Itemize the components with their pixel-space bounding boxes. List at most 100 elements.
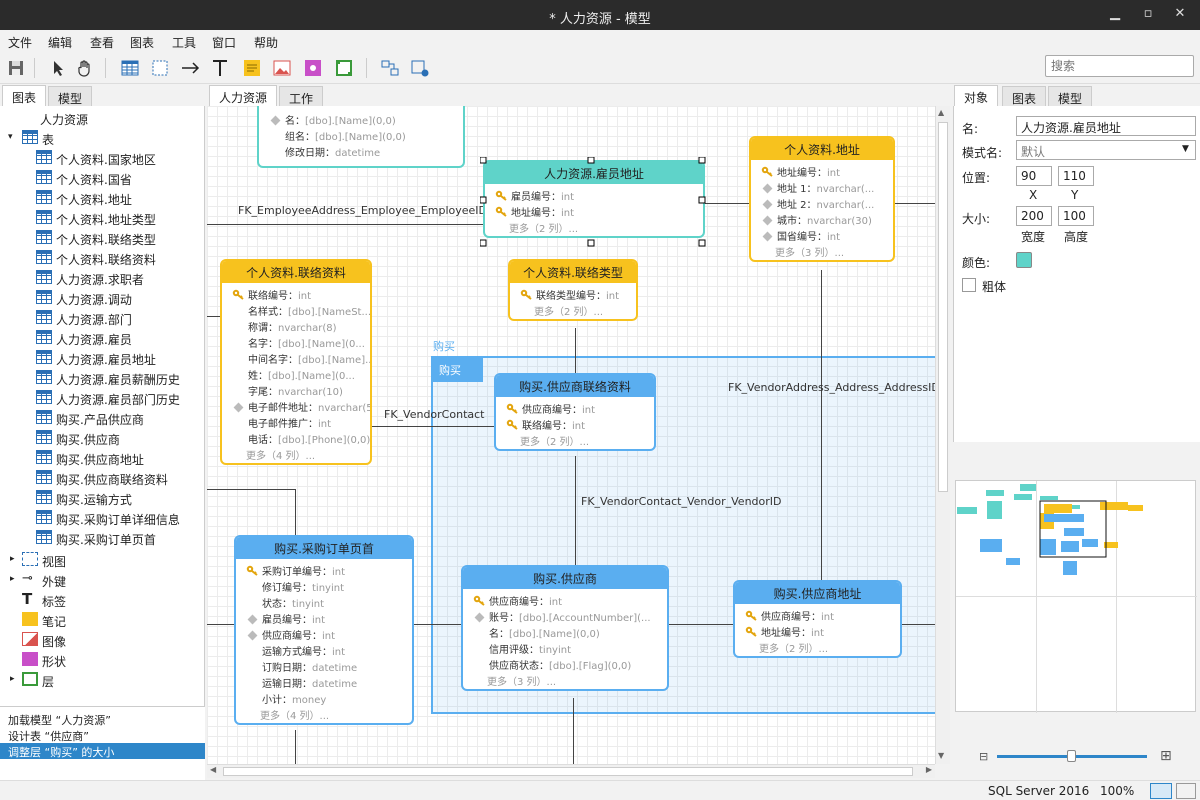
layer-icon[interactable] <box>334 58 354 78</box>
panel-toggle-left-icon[interactable] <box>1150 783 1172 799</box>
table-icon <box>36 450 52 464</box>
tab-diagram-hr[interactable]: 人力资源 <box>209 85 278 106</box>
panel-toggle-right-icon[interactable] <box>1176 783 1196 799</box>
size-label: 大小: <box>962 212 991 226</box>
column-row: 供应商编号：int <box>463 593 667 609</box>
shape-icon <box>22 652 38 666</box>
bold-checkbox[interactable] <box>962 278 976 292</box>
horizontal-scrollbar[interactable]: ◀ ▶ <box>207 764 935 778</box>
note-icon[interactable] <box>242 58 262 78</box>
label-icon[interactable] <box>210 58 230 78</box>
index-icon <box>474 612 485 623</box>
fk-label[interactable]: FK_EmployeeAddress_Employee_EmployeeID <box>238 204 487 217</box>
entity-title: 购买.供应商 <box>463 567 667 589</box>
search-input[interactable] <box>1045 55 1194 77</box>
close-icon[interactable]: ✕ <box>1174 6 1186 21</box>
column-row: 称谓：nvarchar(8) <box>248 323 337 334</box>
menu-view[interactable]: 查看 <box>90 36 115 50</box>
tab-diagram[interactable]: 图表 <box>2 85 47 106</box>
y-field[interactable]: 110 <box>1058 166 1094 186</box>
name-field[interactable]: 人力资源.雇员地址 <box>1016 116 1196 136</box>
expand-icon[interactable]: ▸ <box>10 554 15 564</box>
zoom-slider-handle[interactable] <box>1067 750 1076 762</box>
tab-object[interactable]: 对象 <box>954 85 999 106</box>
shape-icon[interactable] <box>303 58 323 78</box>
minimize-icon[interactable]: ▁ <box>1110 6 1120 21</box>
fk-label[interactable]: FK_VendorContact <box>384 408 485 421</box>
scroll-thumb[interactable] <box>938 122 948 492</box>
menu-edit[interactable]: 编辑 <box>48 36 73 50</box>
expand-icon[interactable]: ▸ <box>10 574 15 584</box>
schema-select[interactable]: 默认 <box>1016 140 1196 160</box>
zoom-out-icon[interactable]: ⊟ <box>979 750 989 763</box>
history-item[interactable]: 设计表 “供应商” <box>8 730 89 743</box>
fk-label[interactable]: FK_VendorAddress_Address_AddressID <box>728 381 935 394</box>
key-icon <box>246 565 258 576</box>
vertical-scrollbar[interactable]: ▲ ▼ <box>935 106 950 764</box>
x-field[interactable]: 90 <box>1016 166 1052 186</box>
menu-tools[interactable]: 工具 <box>172 36 197 50</box>
column-row: 采购订单编号：int <box>236 563 412 579</box>
height-field[interactable]: 100 <box>1058 206 1094 226</box>
key-icon <box>506 403 518 414</box>
index-icon <box>762 199 773 210</box>
scroll-thumb[interactable] <box>223 767 913 776</box>
diagram-settings-icon[interactable] <box>410 58 430 78</box>
expand-icon[interactable]: ▾ <box>8 132 13 142</box>
index-icon <box>762 183 773 194</box>
column-row: 地址编号：int <box>485 204 703 220</box>
color-swatch[interactable] <box>1016 252 1032 268</box>
tab-diagram-props[interactable]: 图表 <box>1002 86 1047 107</box>
column-row: 供应商编号：int <box>735 608 900 624</box>
hand-icon[interactable] <box>75 58 95 78</box>
menu-file[interactable]: 文件 <box>8 36 33 50</box>
overview-minimap[interactable]: ⊟ ⊞ <box>953 444 1200 764</box>
tab-model-props[interactable]: 模型 <box>1048 86 1093 107</box>
table-icon <box>36 190 52 204</box>
view-icon[interactable] <box>150 58 170 78</box>
history-item-selected[interactable]: 调整层 “购买” 的大小 <box>0 743 205 759</box>
entity-title: 购买.供应商联络资料 <box>496 375 654 397</box>
image-icon <box>22 632 38 646</box>
tab-model[interactable]: 模型 <box>48 86 93 107</box>
table-icon <box>36 410 52 424</box>
zoom-in-icon[interactable]: ⊞ <box>1160 748 1172 764</box>
image-icon[interactable] <box>272 58 292 78</box>
width-field[interactable]: 200 <box>1016 206 1052 226</box>
entity-title: 购买.采购订单页首 <box>236 537 412 559</box>
menu-window[interactable]: 窗口 <box>212 36 237 50</box>
diagram-canvas[interactable]: 购买 购买 FK_EmployeeAddress_Employee_Employ… <box>207 106 935 764</box>
save-icon[interactable] <box>6 58 26 78</box>
menu-diagram[interactable]: 图表 <box>130 36 155 50</box>
position-label: 位置: <box>962 171 991 185</box>
expand-icon[interactable]: ▸ <box>10 674 15 684</box>
table-icon <box>36 290 52 304</box>
auto-layout-icon[interactable] <box>380 58 400 78</box>
tab-diagram-work[interactable]: 工作 <box>279 86 324 107</box>
fk-label[interactable]: FK_VendorContact_Vendor_VendorID <box>581 495 782 508</box>
chevron-down-icon[interactable]: ▼ <box>1182 144 1189 154</box>
entity-partial[interactable]: 名：[dbo].[Name](0,0) 组名：[dbo].[Name](0,0)… <box>257 106 465 168</box>
pointer-icon[interactable] <box>48 58 68 78</box>
column-row: 地址编号：int <box>751 164 893 180</box>
height-caption: 高度 <box>1064 230 1089 244</box>
table-icon[interactable] <box>120 58 140 78</box>
entity-title: 购买.供应商地址 <box>735 582 900 604</box>
maximize-icon[interactable]: ▫ <box>1143 6 1153 21</box>
foreign-key-icon[interactable] <box>180 58 200 78</box>
history-item[interactable]: 加载模型 “人力资源” <box>8 714 111 727</box>
table-icon <box>36 310 52 324</box>
column-row: 字尾：nvarchar(10) <box>248 387 343 398</box>
key-icon <box>506 419 518 430</box>
key-icon <box>495 190 507 201</box>
fk-line <box>669 624 733 625</box>
menu-help[interactable]: 帮助 <box>254 36 279 50</box>
